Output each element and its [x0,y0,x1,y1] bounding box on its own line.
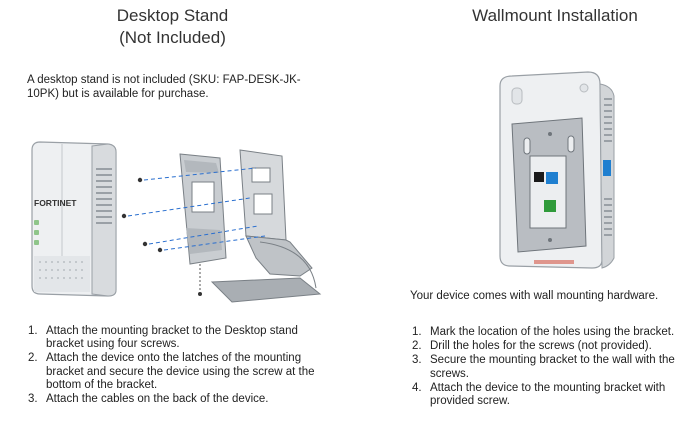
fortinet-logo: FORTINET [34,198,77,208]
list-item: 2.Attach the device onto the latches of … [28,352,315,391]
heading-line-1: Desktop Stand [116,6,229,25]
mounting-bracket [179,153,227,265]
list-item: 4.Attach the device to the mounting brac… [412,381,666,408]
list-item: 2.Drill the holes for the screws (not pr… [412,340,652,353]
list-item: 3.Attach the cables on the back of the d… [28,393,269,406]
screws [121,177,163,253]
desktop-stand-heading: Desktop Stand (Not Included) [0,5,345,49]
desktop-stand [210,149,322,303]
wallmount-heading: Wallmount Installation [472,6,638,25]
access-point-device: FORTINET [31,141,117,297]
heading-line-2: (Not Included) [119,28,226,47]
access-point-back-view [499,71,615,269]
list-item: 1.Attach the mounting bracket to the Des… [28,325,298,351]
desktop-stand-illustration: FORTINET [31,141,322,303]
wallmount-illustration [499,71,615,269]
desktop-stand-steps: 1.Attach the mounting bracket to the Des… [28,325,328,407]
desktop-stand-intro: A desktop stand is not included (SKU: FA… [27,74,301,100]
list-item: 1.Mark the location of the holes using t… [412,326,675,338]
wallmount-caption: Your device comes with wall mounting har… [410,290,659,302]
wallmount-steps: 1.Mark the location of the holes using t… [412,326,699,409]
alignment-guides [127,167,266,251]
list-item: 3.Secure the mounting bracket to the wal… [412,354,675,380]
